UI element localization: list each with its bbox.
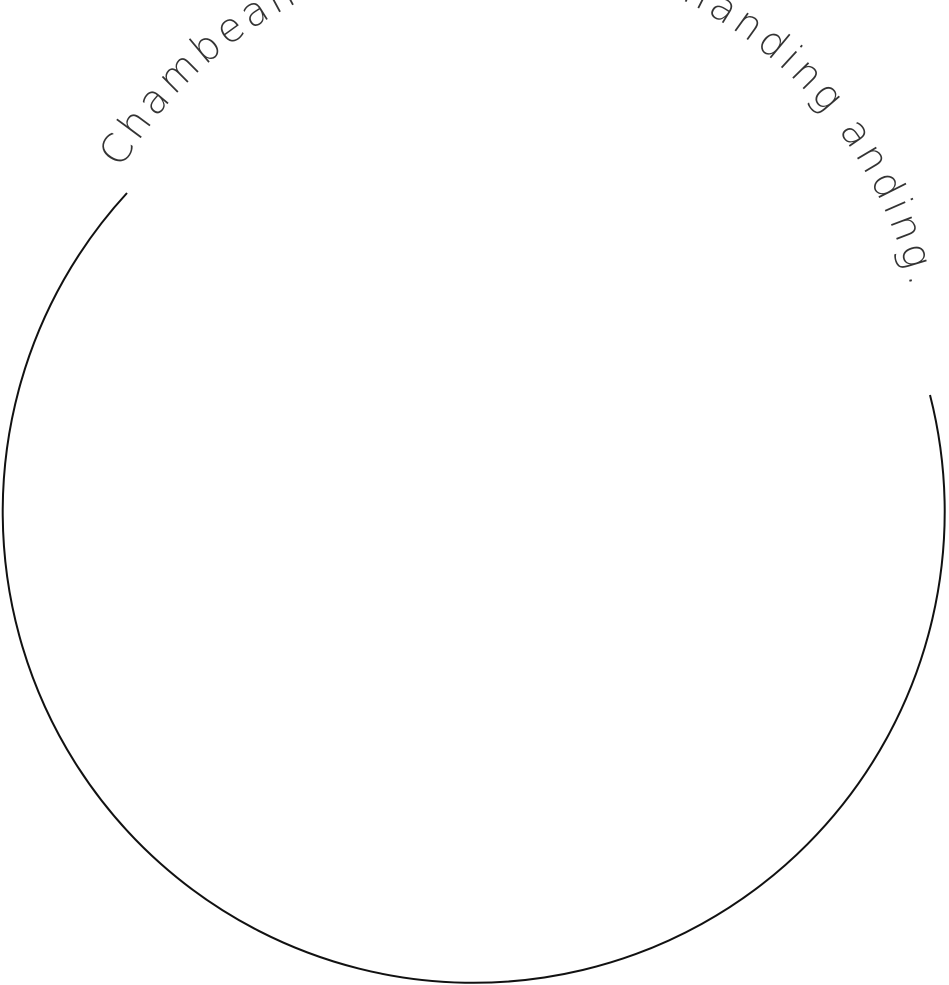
curved-text-path: Chambeando ando. Programanding anding. (90, 0, 942, 293)
curved-text: Chambeando ando. Programanding anding. (90, 0, 947, 293)
ring-arc (1, 192, 946, 984)
